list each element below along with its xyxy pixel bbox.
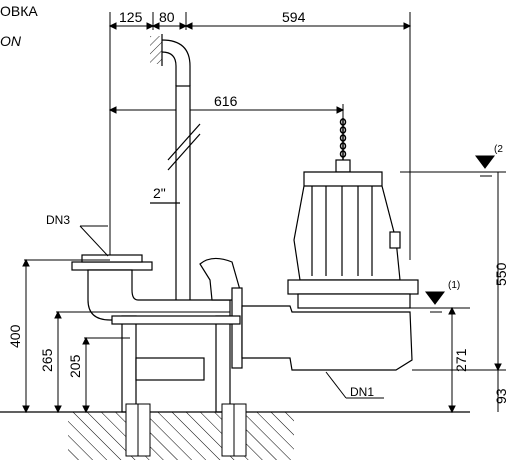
- note-2: (2: [494, 144, 503, 155]
- dimension-80: 80: [159, 9, 175, 25]
- pump: [241, 159, 419, 371]
- title-line-2: ON: [0, 33, 22, 49]
- dimension-271: 271: [453, 348, 469, 372]
- water-level-marker-2: [475, 155, 496, 177]
- dn1-leader: [325, 371, 347, 399]
- lifting-chain: [339, 118, 347, 160]
- base-frame: [111, 315, 241, 413]
- top-dimension-lines: [108, 12, 412, 260]
- note-1: (1): [448, 280, 460, 291]
- guide-pipe: [150, 34, 201, 317]
- dn1-label: DN1: [350, 385, 374, 399]
- dimension-125: 125: [119, 9, 143, 25]
- dn3-leader-2: [79, 225, 109, 257]
- dimension-2-inch: 2": [153, 185, 166, 201]
- left-dimension-lines: [22, 258, 230, 414]
- water-level-marker-1: [425, 291, 446, 313]
- dimension-265: 265: [39, 348, 55, 372]
- discharge-elbow: [71, 254, 243, 369]
- foundation-hatch: [68, 412, 294, 460]
- dimension-400: 400: [7, 324, 23, 348]
- dimension-594: 594: [282, 9, 306, 25]
- dimension-line-616: [108, 104, 345, 160]
- dimension-93: 93: [493, 388, 506, 404]
- dimension-550: 550: [493, 262, 506, 286]
- title-line-1: ОВКА: [0, 3, 38, 19]
- dn3-label: DN3: [46, 213, 70, 227]
- anchor-bolts: [125, 403, 247, 457]
- dimension-205: 205: [67, 354, 83, 378]
- dimension-616: 616: [214, 93, 238, 109]
